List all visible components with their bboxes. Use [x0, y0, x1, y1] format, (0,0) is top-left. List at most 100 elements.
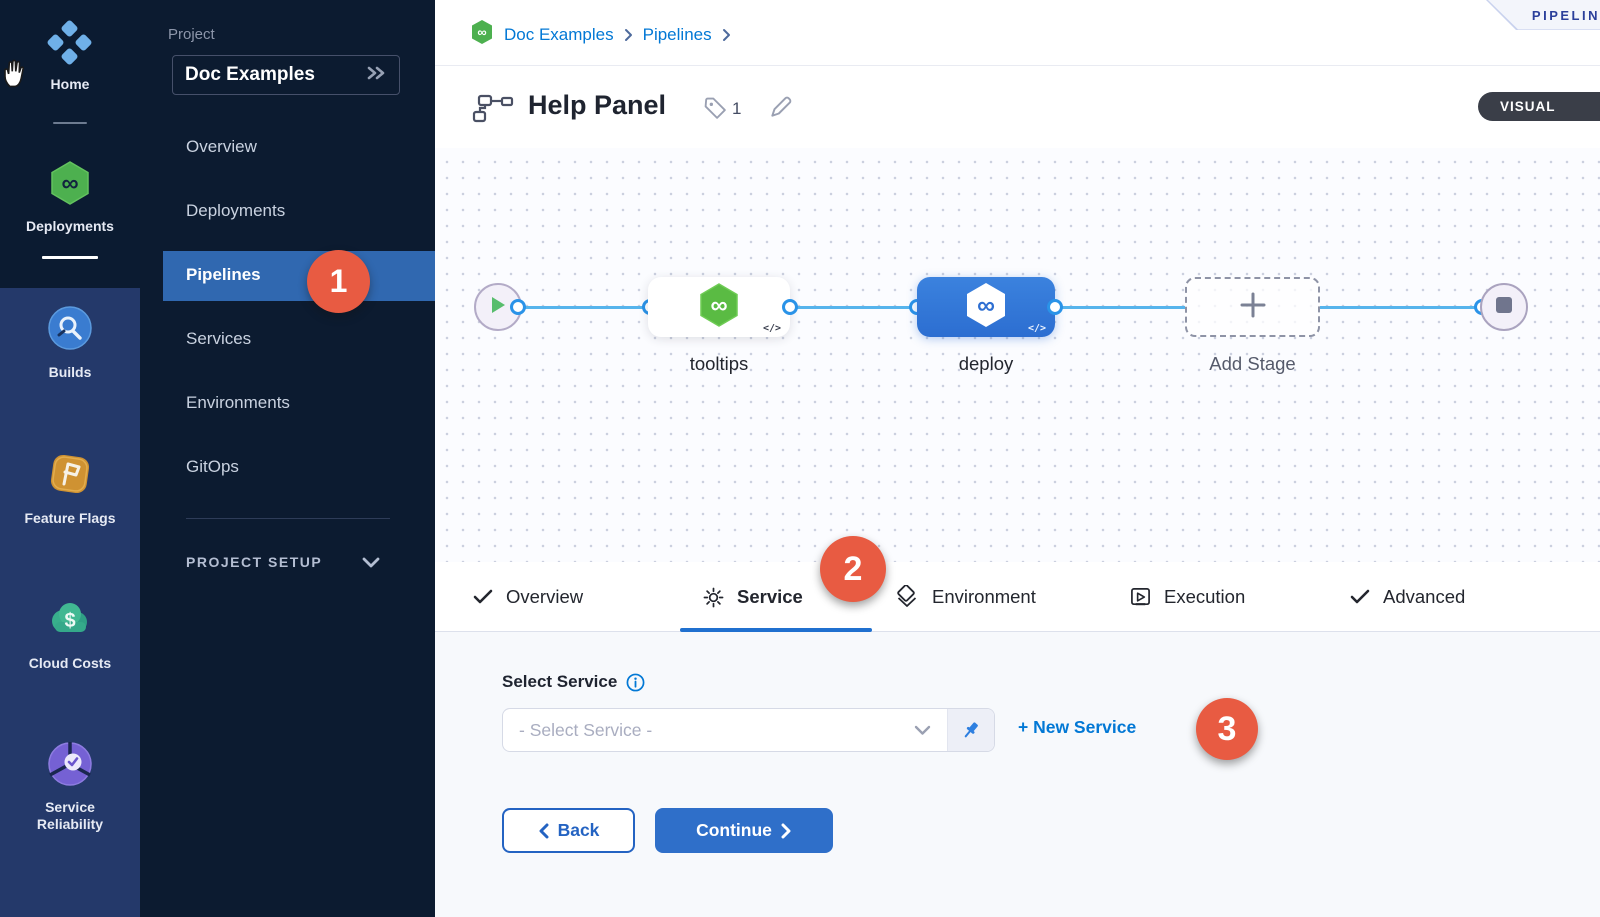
pipeline-end-node[interactable]	[1480, 283, 1528, 331]
annotation-badge-2: 2	[820, 536, 886, 602]
select-service-label: Select Service	[502, 672, 645, 692]
service-config-panel: Select Service - Select Service -	[435, 632, 1600, 917]
edit-pencil-icon[interactable]	[768, 94, 794, 125]
chevron-left-icon	[539, 823, 549, 838]
visual-yaml-toggle[interactable]: VISUAL	[1478, 92, 1600, 121]
home-underline	[53, 122, 87, 124]
environment-icon	[897, 585, 917, 607]
annotation-badge-1: 1	[307, 250, 370, 313]
service-dropdown-field[interactable]: - Select Service -	[503, 709, 947, 751]
main-content: ∞ Doc Examples Pipelines PIPELIN	[435, 0, 1600, 917]
stage-tabbar: Overview Service	[435, 562, 1600, 632]
sidebar-item-label: Pipelines	[186, 265, 261, 284]
pipeline-studio-ribbon: PIPELIN	[1486, 0, 1600, 30]
annotation-badge-3: 3	[1196, 698, 1258, 760]
play-icon	[489, 295, 507, 320]
service-reliability-icon	[0, 740, 140, 788]
flow-connector	[790, 306, 917, 309]
connector-port[interactable]	[1047, 299, 1063, 315]
breadcrumb-link-pipelines[interactable]: Pipelines	[642, 24, 712, 44]
sidebar-item-builds[interactable]: Builds	[0, 305, 140, 381]
project-section-label: Project	[168, 26, 215, 43]
svg-text:∞: ∞	[977, 291, 995, 319]
feature-flags-icon	[0, 450, 140, 498]
chevron-right-icon	[624, 28, 632, 41]
new-service-link[interactable]: + New Service	[1018, 717, 1137, 737]
stage-label-tooltips: tooltips	[689, 353, 749, 374]
project-setup-label: PROJECT SETUP	[186, 554, 323, 570]
breadcrumb-link-project[interactable]: Doc Examples	[504, 24, 614, 44]
builds-icon	[0, 305, 140, 351]
cursor-hand-icon	[1, 55, 31, 94]
sidebar-item-services[interactable]: Services	[186, 329, 252, 348]
harness-hexagon-icon: ∞	[470, 19, 494, 50]
sidebar-item-label: Home	[50, 76, 90, 92]
pin-icon	[964, 722, 978, 738]
svg-text:$: $	[64, 610, 75, 632]
sidebar-item-label: Builds	[48, 364, 92, 380]
sidebar-item-home[interactable]: Home	[0, 20, 140, 124]
sidebar-item-pipelines[interactable]: Pipelines	[163, 251, 435, 301]
flow-connector	[1320, 306, 1482, 309]
sidebar-item-environments[interactable]: Environments	[186, 393, 290, 412]
breadcrumb: ∞ Doc Examples Pipelines	[470, 19, 731, 50]
sidebar-item-label: Service Reliability	[36, 799, 104, 832]
sidebar-item-gitops[interactable]: GitOps	[186, 457, 239, 476]
sidebar-item-overview[interactable]: Overview	[186, 137, 257, 156]
dropdown-placeholder: - Select Service -	[519, 719, 653, 740]
continue-button[interactable]: Continue	[655, 808, 833, 853]
tab-overview[interactable]: Overview	[473, 562, 583, 632]
code-glyph: </>	[762, 323, 781, 334]
stage-label-deploy: deploy	[958, 353, 1014, 374]
harness-hexagon-icon: ∞	[696, 281, 742, 334]
svg-text:∞: ∞	[61, 170, 78, 197]
flow-connector	[1055, 306, 1185, 309]
check-icon	[1350, 589, 1370, 604]
chevron-right-icon	[781, 823, 791, 838]
cloud-costs-icon: $	[0, 597, 140, 643]
flow-connector	[518, 306, 650, 309]
connector-port[interactable]	[782, 299, 798, 315]
ribbon-label: PIPELIN	[1531, 8, 1600, 23]
add-stage-label: Add Stage	[1209, 353, 1296, 374]
check-icon	[473, 589, 493, 604]
page-title: Help Panel	[528, 90, 667, 120]
tab-service[interactable]: Service	[703, 562, 803, 632]
connector-port[interactable]	[510, 299, 526, 315]
pin-service-button[interactable]	[947, 709, 994, 751]
add-stage-button[interactable]	[1185, 277, 1320, 337]
pipeline-header: Help Panel 1 VISUAL	[435, 66, 1600, 148]
chevron-down-icon	[362, 556, 380, 574]
module-nav-strip: Home ∞ Deployments	[0, 0, 140, 917]
stop-icon	[1495, 296, 1513, 319]
sidebar-item-deployments[interactable]: ∞ Deployments	[0, 160, 140, 259]
tab-environment[interactable]: Environment	[895, 562, 1036, 632]
sidebar-divider	[186, 518, 390, 519]
chevron-right-icon	[722, 28, 730, 41]
project-name: Doc Examples	[185, 64, 315, 85]
stage-node-tooltips[interactable]: ∞ </>	[648, 277, 790, 337]
deployments-icon: ∞	[0, 160, 140, 206]
gear-icon	[703, 587, 724, 607]
project-selector[interactable]: Doc Examples	[172, 55, 400, 95]
stage-node-deploy-selected[interactable]: ∞ </>	[917, 277, 1055, 337]
tab-execution[interactable]: Execution	[1130, 562, 1245, 632]
sidebar-item-label: Feature Flags	[24, 510, 116, 526]
tag-icon[interactable]	[703, 96, 728, 126]
pipeline-canvas[interactable]: ∞ </> tooltips ∞ </> deploy	[435, 148, 1600, 562]
info-icon[interactable]	[626, 673, 645, 692]
execution-icon	[1131, 587, 1150, 605]
tab-advanced[interactable]: Advanced	[1350, 562, 1465, 632]
code-glyph: </>	[1027, 323, 1046, 334]
double-chevron-icon[interactable]	[365, 65, 387, 86]
sidebar-item-label: Deployments	[26, 218, 114, 234]
sidebar-item-service-reliability[interactable]: Service Reliability	[0, 740, 140, 833]
sidebar-item-feature-flags[interactable]: Feature Flags	[0, 450, 140, 527]
back-button[interactable]: Back	[502, 808, 635, 853]
sidebar-item-cloud-costs[interactable]: $ Cloud Costs	[0, 597, 140, 672]
sidebar-item-deployments-nav[interactable]: Deployments	[186, 201, 286, 220]
sidebar-item-label: Cloud Costs	[28, 655, 112, 671]
service-dropdown[interactable]: - Select Service -	[502, 708, 995, 752]
tag-count: 1	[732, 99, 742, 118]
